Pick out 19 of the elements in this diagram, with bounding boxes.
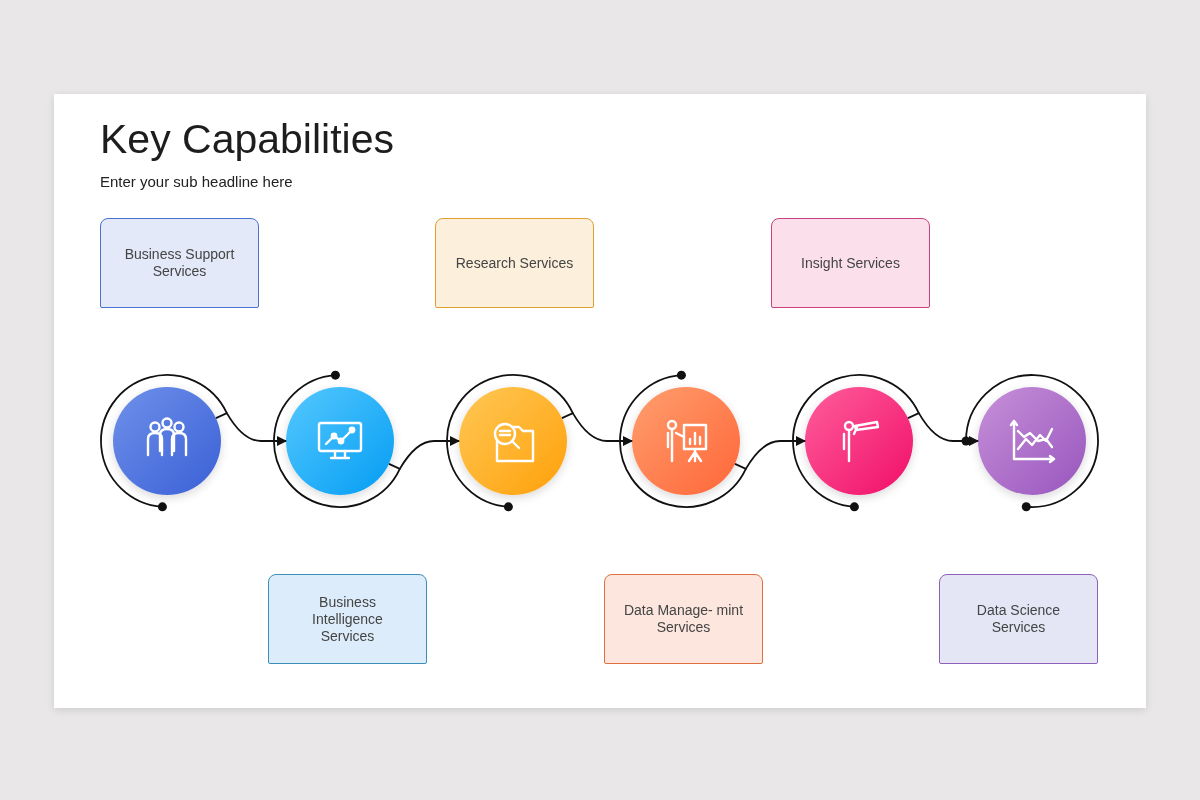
arrow <box>734 436 806 470</box>
arrow <box>907 412 979 446</box>
box-label: Data Science Services <box>975 602 1062 636</box>
box-label: Insight Services <box>800 254 901 272</box>
arrow <box>215 412 287 446</box>
box-label: Business Support Services <box>123 246 236 280</box>
service-box <box>268 574 427 664</box>
box-label: Research Services <box>454 254 575 272</box>
service-box <box>771 218 930 308</box>
service-box <box>435 218 594 308</box>
box-label: Data Manage- mint Services <box>623 602 744 636</box>
box-label: Business Intelligence Services <box>311 593 384 645</box>
service-box <box>939 574 1098 664</box>
subtitle: Enter your sub headline here <box>100 173 293 190</box>
title: Key Capabilities <box>100 116 394 163</box>
arrow <box>561 412 633 446</box>
arrow <box>388 436 460 470</box>
service-box <box>100 218 259 308</box>
service-box <box>604 574 763 664</box>
